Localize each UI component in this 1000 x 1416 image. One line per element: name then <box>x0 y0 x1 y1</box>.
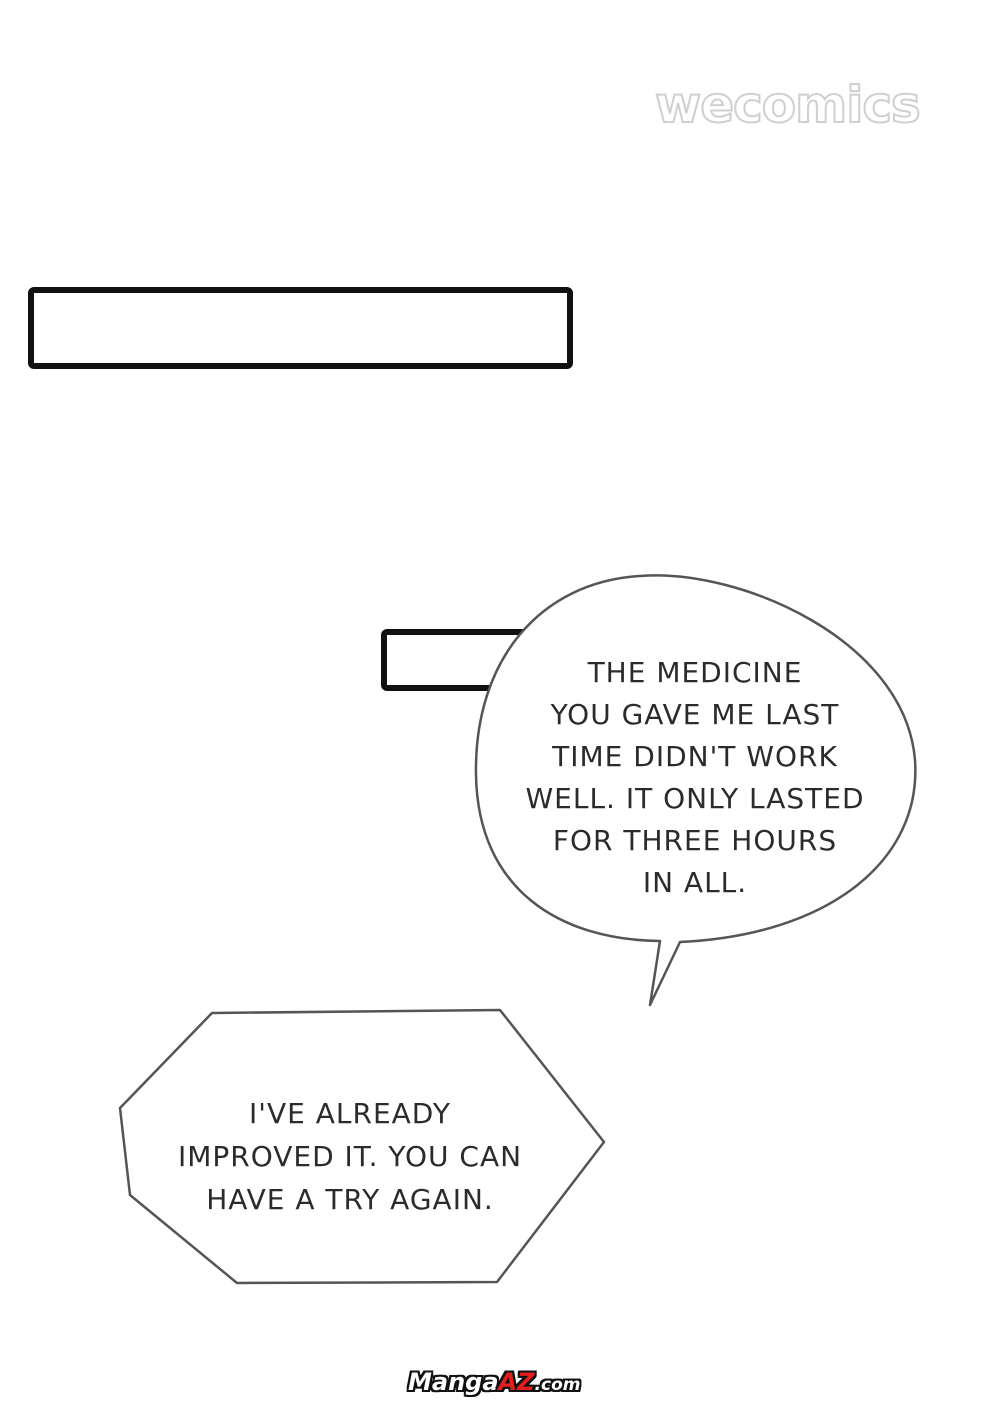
logo-prefix: Manga <box>408 1368 499 1396</box>
speech-bubble-text: THE MEDICINE YOU GAVE ME LAST TIME DIDN'… <box>525 656 865 899</box>
mangaaz-logo: MangaAZ.com <box>408 1370 580 1394</box>
logo-accent: AZ <box>498 1368 535 1396</box>
hexagon-bubble-text: I'VE ALREADY IMPROVED IT. YOU CAN HAVE A… <box>177 1097 523 1216</box>
wecomics-watermark: wecomics <box>654 76 922 134</box>
hexagon-bubble-shape <box>118 1008 606 1285</box>
speech-bubble-shape <box>474 574 917 1007</box>
logo-suffix: .com <box>534 1375 581 1395</box>
caption-box-top <box>28 287 573 369</box>
